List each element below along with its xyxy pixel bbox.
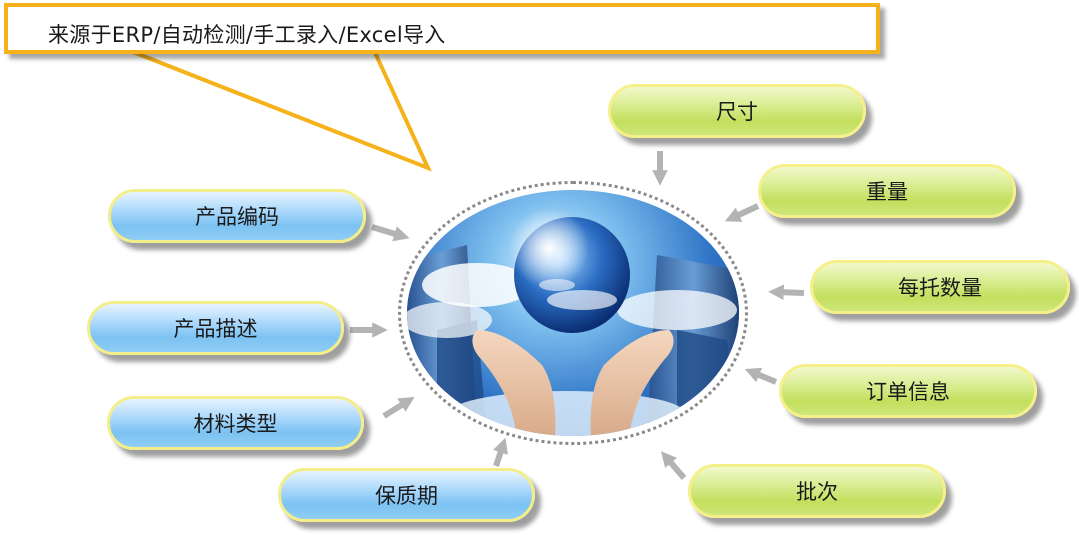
field-shelf-life: 保质期	[278, 468, 535, 522]
field-weight: 重量	[758, 164, 1016, 218]
arrow-from-material-type	[382, 396, 415, 419]
source-callout: 来源于ERP/自动检测/手工录入/Excel导入	[4, 3, 880, 54]
field-product-description: 产品描述	[87, 301, 344, 355]
field-shelf-life-label: 保质期	[375, 484, 438, 508]
arrow-from-weight	[724, 203, 760, 222]
globe-hands-illustration	[407, 208, 739, 436]
source-callout-text: 来源于ERP/自动检测/手工录入/Excel导入	[48, 23, 446, 47]
field-batch-label: 批次	[796, 480, 838, 504]
field-batch: 批次	[688, 464, 946, 518]
field-per-pallet-quantity: 每托数量	[810, 260, 1070, 314]
arrow-from-batch	[660, 451, 687, 480]
arrow-from-order-info	[744, 367, 778, 385]
field-product-description-label: 产品描述	[173, 317, 258, 341]
field-product-code: 产品编码	[108, 189, 366, 243]
arrow-from-product-code	[371, 224, 410, 242]
field-product-code-label: 产品编码	[195, 205, 279, 229]
center-dotted-ring	[398, 181, 748, 445]
arrow-from-per-pallet-qty	[768, 284, 805, 301]
field-weight-label: 重量	[866, 180, 908, 204]
field-material-type-label: 材料类型	[193, 412, 278, 436]
field-size-label: 尺寸	[716, 100, 758, 124]
field-size: 尺寸	[608, 84, 866, 138]
field-order-info-label: 订单信息	[866, 380, 950, 404]
field-per-pallet-quantity-label: 每托数量	[898, 276, 982, 300]
field-material-type: 材料类型	[107, 396, 364, 450]
arrow-from-shelf-life	[493, 437, 508, 467]
field-order-info: 订单信息	[779, 364, 1037, 418]
center-globe-image	[407, 190, 739, 436]
